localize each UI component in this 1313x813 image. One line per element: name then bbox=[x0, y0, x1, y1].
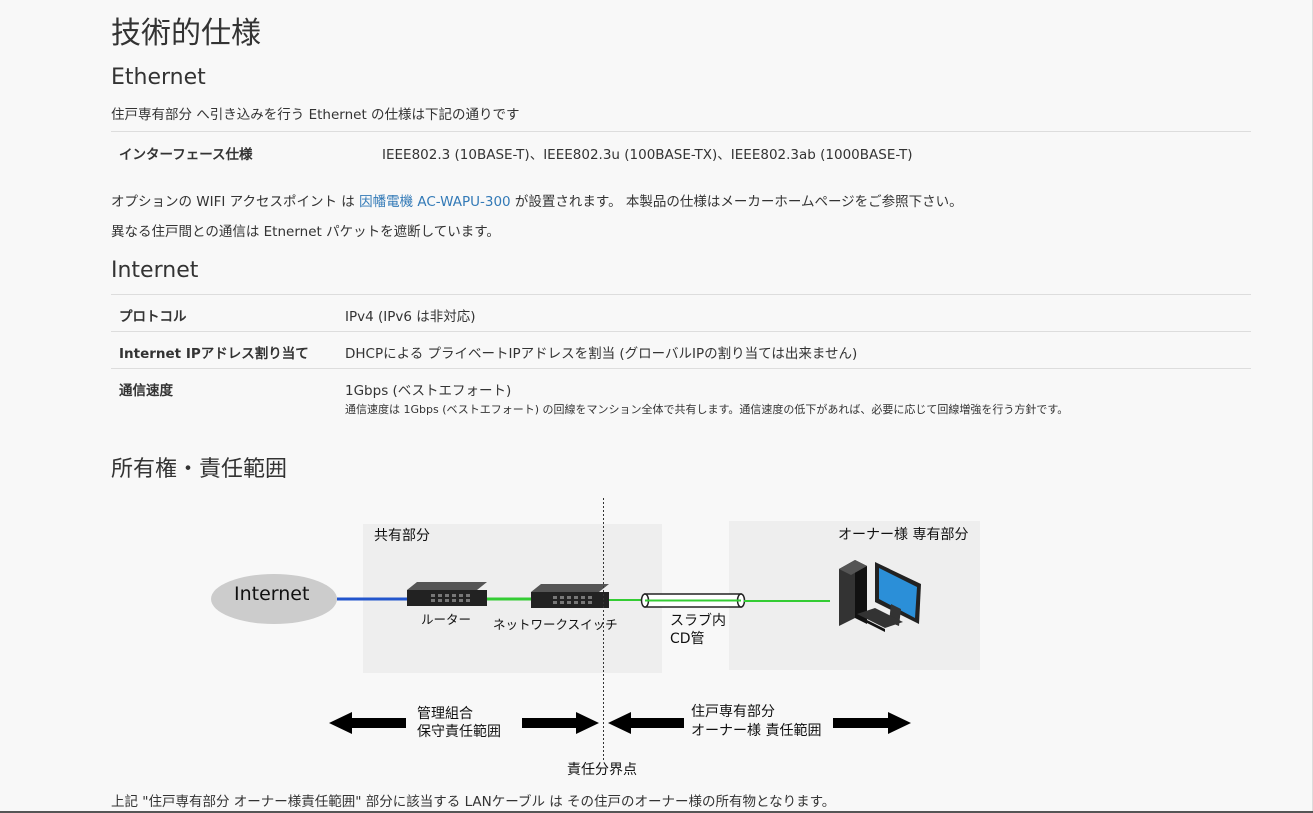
spec-note: 通信速度は 1Gbps (ベストエフォート) の回線をマンション全体で共有します… bbox=[345, 403, 1069, 416]
left-scope-label-1: 管理組合 bbox=[417, 706, 473, 722]
owner-area-label: オーナー様 専有部分 bbox=[838, 527, 969, 543]
table-row: インターフェース仕様 IEEE802.3 (10BASE-T)、IEEE802.… bbox=[111, 131, 1251, 168]
wifi-note-post: が設置されます。 本製品の仕様はメーカーホームページをご参照下さい。 bbox=[510, 194, 963, 210]
cd-conduit-icon bbox=[640, 593, 746, 608]
shared-area-label: 共有部分 bbox=[374, 528, 430, 544]
bottom-border bbox=[0, 811, 1313, 813]
ownership-diagram: Internet 共有部分 オーナー様 専有部分 ルーター ネットワークスイッチ… bbox=[111, 496, 1251, 786]
boundary-label: 責任分界点 bbox=[567, 762, 637, 778]
internet-spec-table: プロトコル IPv4 (IPv6 は非対応) Internet IPアドレス割り… bbox=[111, 294, 1251, 419]
right-scope-label-2: オーナー様 責任範囲 bbox=[691, 723, 822, 739]
wifi-note: オプションの WIFI アクセスポイント は 因幡電機 AC-WAPU-300 … bbox=[111, 190, 963, 210]
spec-value: DHCPによる プライベートIPアドレスを割当 (グローバルIPの割り当ては出来… bbox=[337, 331, 1251, 369]
spec-key: 通信速度 bbox=[111, 368, 337, 419]
ownership-footnote: 上記 "住戸専有部分 オーナー様責任範囲" 部分に該当する LANケーブル は … bbox=[111, 794, 836, 810]
table-row: Internet IPアドレス割り当て DHCPによる プライベートIPアドレス… bbox=[111, 331, 1251, 369]
internet-label: Internet bbox=[234, 583, 310, 605]
spec-key: プロトコル bbox=[111, 294, 337, 332]
conduit-label-1: スラブ内 bbox=[670, 613, 726, 629]
ethernet-heading: Ethernet bbox=[111, 65, 206, 90]
spec-key: Internet IPアドレス割り当て bbox=[111, 331, 337, 369]
right-scope-label-1: 住戸専有部分 bbox=[691, 704, 775, 720]
switch-icon bbox=[531, 584, 609, 608]
spec-value: IEEE802.3 (10BASE-T)、IEEE802.3u (100BASE… bbox=[374, 131, 1251, 168]
wifi-note-pre: オプションの WIFI アクセスポイント は bbox=[111, 194, 360, 210]
ethernet-spec-table: インターフェース仕様 IEEE802.3 (10BASE-T)、IEEE802.… bbox=[111, 131, 1251, 168]
spec-key: インターフェース仕様 bbox=[111, 131, 374, 168]
ethernet-intro: 住戸専有部分 へ引き込みを行う Ethernet の仕様は下記の通りです bbox=[111, 107, 520, 123]
wifi-ap-link[interactable]: 因幡電機 AC-WAPU-300 bbox=[359, 194, 511, 210]
switch-label: ネットワークスイッチ bbox=[493, 617, 618, 632]
internet-heading: Internet bbox=[111, 258, 199, 283]
left-scope-arrow bbox=[329, 712, 599, 734]
left-scope-label-2: 保守責任範囲 bbox=[417, 724, 501, 740]
conduit-label-2: CD管 bbox=[670, 631, 705, 647]
spec-value: IPv4 (IPv6 は非対応) bbox=[337, 294, 1251, 332]
right-scope-arrow bbox=[608, 712, 911, 734]
pc-icon bbox=[839, 560, 921, 632]
router-icon bbox=[407, 582, 487, 606]
ownership-heading: 所有権・責任範囲 bbox=[111, 457, 288, 482]
diagram-graphics bbox=[211, 498, 980, 760]
table-row: 通信速度 1Gbps (ベストエフォート) 通信速度は 1Gbps (ベストエフ… bbox=[111, 368, 1251, 419]
page-title: 技術的仕様 bbox=[111, 16, 261, 51]
spec-value-cell: 1Gbps (ベストエフォート) 通信速度は 1Gbps (ベストエフォート) … bbox=[337, 368, 1251, 419]
internet-cloud bbox=[211, 574, 337, 624]
table-row: プロトコル IPv4 (IPv6 は非対応) bbox=[111, 294, 1251, 332]
spec-value: 1Gbps (ベストエフォート) bbox=[345, 383, 512, 399]
isolation-note: 異なる住戸間との通信は Etnernet パケットを遮断しています。 bbox=[111, 224, 500, 240]
router-label: ルーター bbox=[421, 612, 472, 627]
